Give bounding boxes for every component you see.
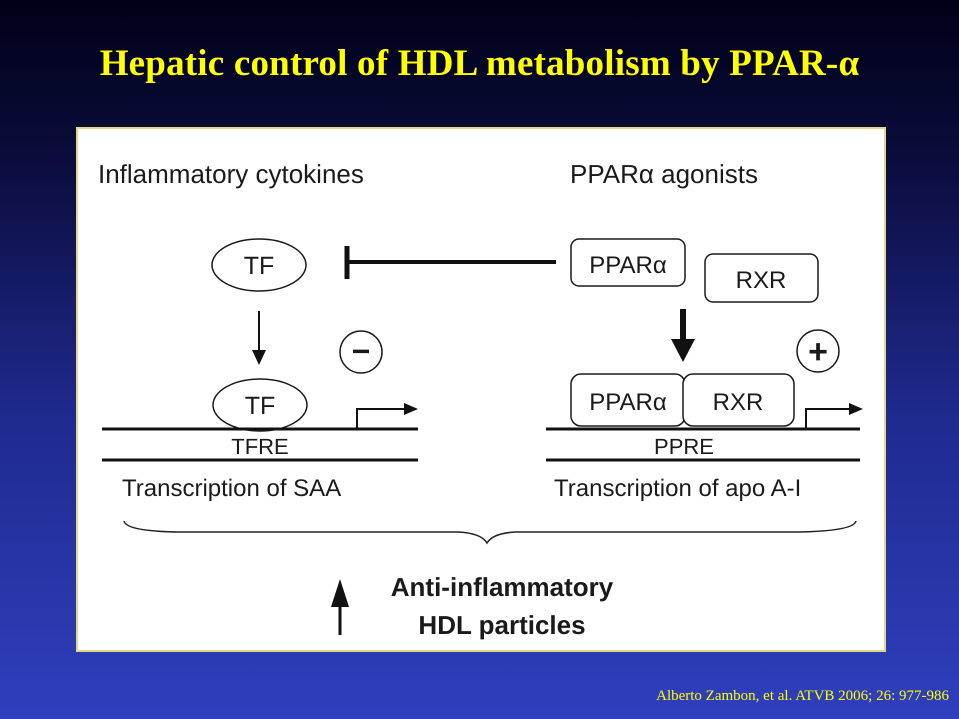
tf-bound-label: TF — [245, 392, 276, 420]
apoa1-transcription-label: Transcription of apo A-I — [554, 475, 801, 502]
tfre-label: TFRE — [231, 434, 288, 459]
ppar-down-arrow-head — [671, 339, 695, 362]
tf-bound-ellipse — [212, 378, 308, 432]
rxr-bound-box — [682, 373, 795, 427]
citation: Alberto Zambon, et al. ATVB 2006; 26: 97… — [656, 688, 949, 704]
plus-sign-circle — [796, 329, 840, 373]
apoa1-start-arrow-head — [849, 403, 863, 415]
slide-title: Hepatic control of HDL metabolism by PPA… — [99, 43, 860, 84]
diagram-panel: Inflammatory cytokines PPARα agonists TF… — [76, 127, 886, 652]
saa-start-arrow — [356, 408, 408, 429]
rxr-free-box — [704, 253, 819, 303]
ppar-bound-label: PPARα — [589, 389, 667, 416]
ppar-free-box — [570, 238, 686, 287]
outcome-line-1: Anti-inflammatory — [391, 572, 614, 602]
saa-transcription-label: Transcription of SAA — [122, 475, 341, 502]
ppre-label: PPRE — [654, 434, 714, 459]
pathway-diagram: Inflammatory cytokines PPARα agonists TF… — [98, 159, 863, 640]
plus-sign: + — [808, 333, 828, 371]
agonists-heading: PPARα agonists — [570, 159, 758, 189]
cytokines-heading: Inflammatory cytokines — [98, 159, 364, 189]
minus-sign: − — [352, 333, 371, 369]
saa-start-arrow-head — [404, 403, 418, 415]
tf-free-ellipse — [211, 238, 307, 292]
tf-down-arrow-head — [252, 350, 266, 365]
ppar-free-label: PPARα — [589, 252, 667, 279]
tf-free-label: TF — [244, 252, 275, 280]
rxr-bound-label: RXR — [713, 389, 764, 416]
rxr-free-label: RXR — [736, 267, 787, 294]
outcome-line-2: HDL particles — [418, 610, 585, 640]
apoa1-start-arrow — [805, 408, 852, 429]
increase-arrow-head — [331, 579, 349, 607]
grouping-brace — [123, 520, 857, 545]
minus-sign-circle — [339, 330, 383, 374]
